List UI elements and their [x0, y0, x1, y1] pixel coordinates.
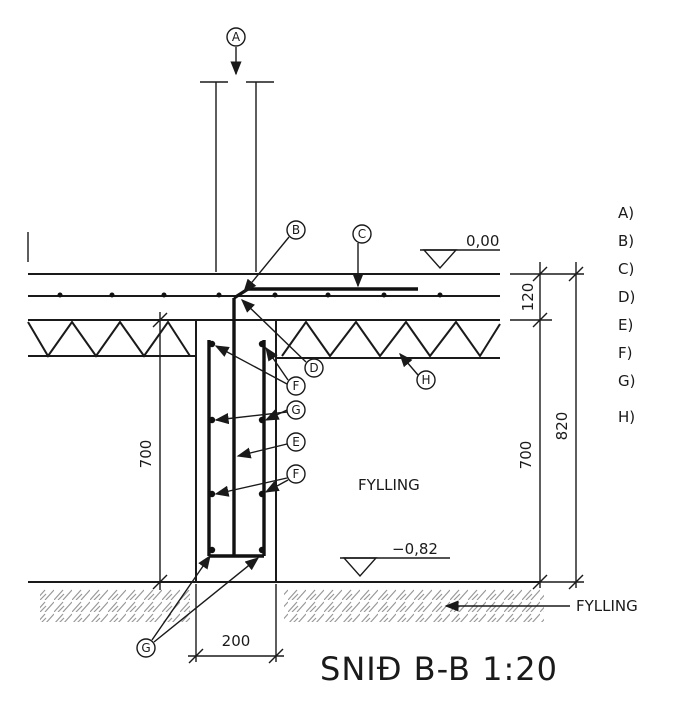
svg-text:E): E) — [618, 316, 633, 334]
dimension-bottom: 200 — [188, 584, 284, 664]
callout-g-lower: G — [136, 554, 260, 658]
dim-footing-width: 200 — [222, 632, 251, 650]
callout-d: D — [240, 299, 324, 378]
level-bottom-label: −0,82 — [392, 540, 438, 558]
callout-a-label: A — [232, 30, 241, 44]
callout-f-upper: F — [214, 345, 306, 396]
svg-text:C: C — [358, 227, 366, 241]
level-top-label: 0,00 — [466, 232, 499, 250]
dimension-left: 700 — [137, 312, 196, 590]
svg-text:B: B — [292, 223, 300, 237]
dim-footing-right: 700 — [517, 441, 535, 470]
svg-text:G: G — [291, 403, 300, 417]
svg-text:D): D) — [618, 288, 635, 306]
callout-f-lower: F — [214, 464, 306, 497]
svg-text:E: E — [292, 435, 300, 449]
dim-total: 820 — [553, 412, 571, 441]
soil-hatch — [40, 588, 544, 622]
fill-arrow-label: FYLLING — [576, 597, 638, 615]
svg-text:F: F — [293, 379, 300, 393]
dim-slab: 120 — [519, 283, 537, 312]
svg-text:A): A) — [618, 204, 634, 222]
fill-arrow: FYLLING — [444, 597, 638, 615]
svg-text:H): H) — [618, 408, 635, 426]
svg-text:F: F — [293, 467, 300, 481]
callout-h: H — [399, 352, 436, 390]
svg-text:D: D — [309, 361, 318, 375]
dimension-right: 120 700 820 — [510, 262, 584, 590]
svg-text:B): B) — [618, 232, 634, 250]
insulation-layer — [27, 320, 501, 359]
legend-letters: A) B) C) D) E) F) G) H) — [618, 204, 635, 426]
callout-c: C — [352, 224, 372, 288]
svg-text:C): C) — [618, 260, 634, 278]
concrete-slab — [27, 232, 500, 321]
callout-a-circle — [226, 27, 246, 47]
callout-e: E — [236, 432, 306, 459]
drawing-title: SNIÐ B-B 1:20 — [320, 650, 558, 688]
svg-text:G): G) — [618, 372, 635, 390]
svg-text:G: G — [141, 641, 150, 655]
svg-text:F): F) — [618, 344, 632, 362]
callout-b: B — [243, 220, 306, 294]
callout-g-upper: G — [214, 400, 306, 425]
section-cut-marker: A — [200, 27, 274, 272]
dim-footing-left: 700 — [137, 440, 155, 469]
level-marker-top: 0,00 — [420, 232, 500, 270]
level-marker-bottom: −0,82 — [340, 540, 450, 578]
fill-area-label: FYLLING — [358, 476, 420, 494]
svg-text:H: H — [421, 373, 430, 387]
